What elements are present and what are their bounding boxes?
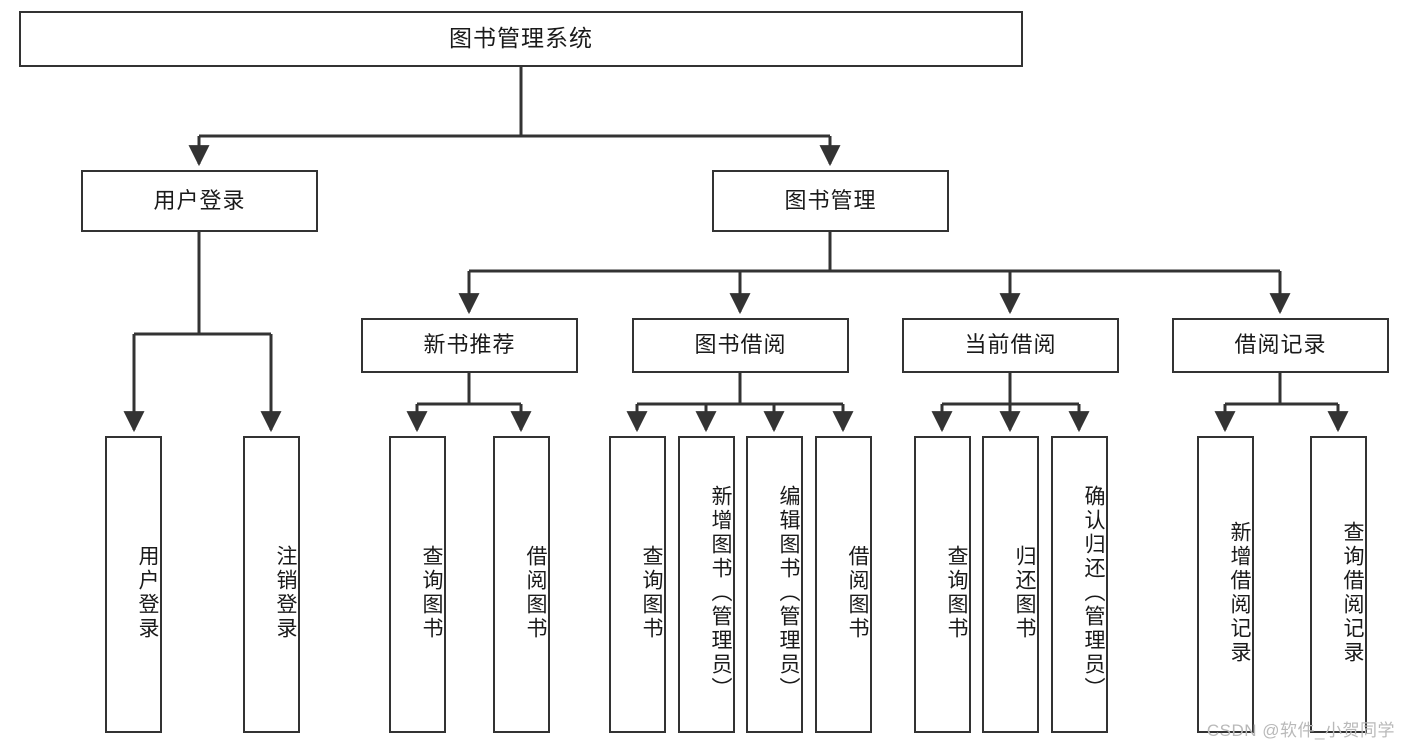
- node-label: 用户登录: [153, 187, 246, 213]
- node-current-borrow[interactable]: 当前借阅: [902, 318, 1119, 373]
- node-label: 当前借阅: [964, 332, 1057, 358]
- node-label: 图书管理系统: [449, 25, 593, 52]
- node-label: 图书管理: [784, 187, 877, 213]
- node-label: 借阅图书: [524, 544, 547, 641]
- node-label: 用户登录: [136, 544, 159, 641]
- node-label: 查询图书: [945, 544, 968, 641]
- node-label: 编辑图书（管理员）: [777, 484, 800, 701]
- csdn-watermark: CSDN @软件_小贺同学: [1206, 721, 1395, 740]
- leaf-query-book-recommend[interactable]: 查询图书: [389, 436, 446, 733]
- node-label: 图书借阅: [694, 332, 787, 358]
- leaf-confirm-return-admin[interactable]: 确认归还（管理员）: [1051, 436, 1108, 733]
- node-label: 借阅记录: [1234, 332, 1327, 358]
- leaf-borrow-book-recommend[interactable]: 借阅图书: [493, 436, 550, 733]
- node-label: 新增图书（管理员）: [709, 484, 732, 701]
- node-label: 确认归还（管理员）: [1082, 484, 1105, 701]
- leaf-query-book-borrow[interactable]: 查询图书: [609, 436, 666, 733]
- node-borrow-record[interactable]: 借阅记录: [1172, 318, 1389, 373]
- node-label: 新书推荐: [423, 332, 516, 358]
- leaf-return-book[interactable]: 归还图书: [982, 436, 1039, 733]
- node-user-login[interactable]: 用户登录: [81, 170, 318, 232]
- node-label: 注销登录: [274, 544, 297, 641]
- node-label: 归还图书: [1013, 544, 1036, 641]
- node-label: 借阅图书: [846, 544, 869, 641]
- leaf-user-login[interactable]: 用户登录: [105, 436, 162, 733]
- node-label: 查询图书: [420, 544, 443, 641]
- node-root-book-management-system[interactable]: 图书管理系统: [19, 11, 1023, 67]
- leaf-add-book-admin[interactable]: 新增图书（管理员）: [678, 436, 735, 733]
- leaf-query-borrow-record[interactable]: 查询借阅记录: [1310, 436, 1367, 733]
- node-book-management[interactable]: 图书管理: [712, 170, 949, 232]
- leaf-edit-book-admin[interactable]: 编辑图书（管理员）: [746, 436, 803, 733]
- node-label: 新增借阅记录: [1228, 520, 1251, 665]
- leaf-query-book-current[interactable]: 查询图书: [914, 436, 971, 733]
- node-book-borrow[interactable]: 图书借阅: [632, 318, 849, 373]
- node-label: 查询借阅记录: [1341, 520, 1364, 665]
- node-new-book-recommend[interactable]: 新书推荐: [361, 318, 578, 373]
- node-label: 查询图书: [640, 544, 663, 641]
- leaf-add-borrow-record[interactable]: 新增借阅记录: [1197, 436, 1254, 733]
- leaf-logout[interactable]: 注销登录: [243, 436, 300, 733]
- leaf-borrow-book[interactable]: 借阅图书: [815, 436, 872, 733]
